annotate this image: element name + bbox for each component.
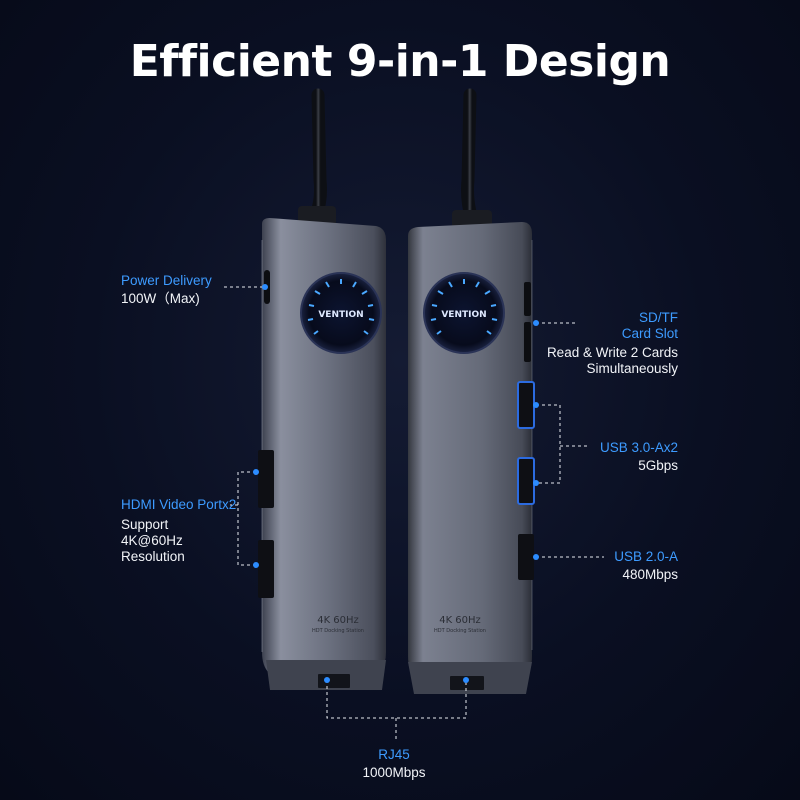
sd-slot	[524, 282, 531, 316]
sdtf-label-1: SD/TF	[639, 310, 678, 325]
hub-print-sub-right: HDT Docking Station	[434, 628, 486, 634]
sdtf-detail-2: Simultaneously	[586, 361, 678, 376]
callout-dots	[253, 284, 539, 683]
tf-slot	[524, 322, 531, 362]
cable-left	[309, 88, 327, 222]
rj45-detail: 1000Mbps	[362, 765, 426, 780]
display-disc-right	[423, 272, 505, 354]
hdmi-port-2	[258, 540, 274, 598]
rj45-port-right	[450, 676, 484, 690]
hub-left: VENTION 4K 60Hz HDT Docking Station	[258, 218, 386, 690]
sdtf-detail-1: Read & Write 2 Cards	[546, 345, 678, 360]
usb2-label: USB 2.0-A	[614, 549, 678, 564]
usb3-port-2	[517, 457, 535, 505]
brand-logo-left: VENTION	[318, 310, 363, 320]
brand-logo-right: VENTION	[441, 310, 486, 320]
usb3-detail: 5Gbps	[638, 458, 678, 473]
rj45-label: RJ45	[378, 747, 410, 762]
usb3-port-1	[517, 381, 535, 429]
hdmi-label: HDMI Video Portx2	[121, 497, 237, 512]
usb2-port	[518, 534, 534, 580]
usb2-detail: 480Mbps	[622, 567, 678, 582]
hub-print-main-right: 4K 60Hz	[439, 615, 481, 626]
cable-right	[461, 88, 479, 227]
display-disc-left	[300, 272, 382, 354]
ring-ticks-right	[430, 279, 498, 335]
power-delivery-label: Power Delivery	[121, 273, 212, 288]
page-title: Efficient 9-in-1 Design	[129, 36, 671, 87]
rj45-port-left	[318, 674, 350, 688]
hdmi-detail-1: Support	[121, 517, 169, 532]
power-delivery-detail: 100W（Max)	[121, 291, 200, 306]
hdmi-detail-3: Resolution	[121, 549, 185, 564]
hub-print-main-left: 4K 60Hz	[317, 615, 359, 626]
hub-print-sub-left: HDT Docking Station	[312, 628, 364, 634]
usb3-label: USB 3.0-Ax2	[599, 440, 678, 455]
ring-ticks-left	[307, 279, 375, 335]
callout-lines	[224, 286, 604, 740]
hub-right: VENTION 4K 60Hz HDT Docking Station	[408, 222, 535, 694]
hdmi-detail-2: 4K@60Hz	[121, 533, 183, 548]
sdtf-label-2: Card Slot	[621, 326, 678, 341]
hdmi-port-1	[258, 450, 274, 508]
